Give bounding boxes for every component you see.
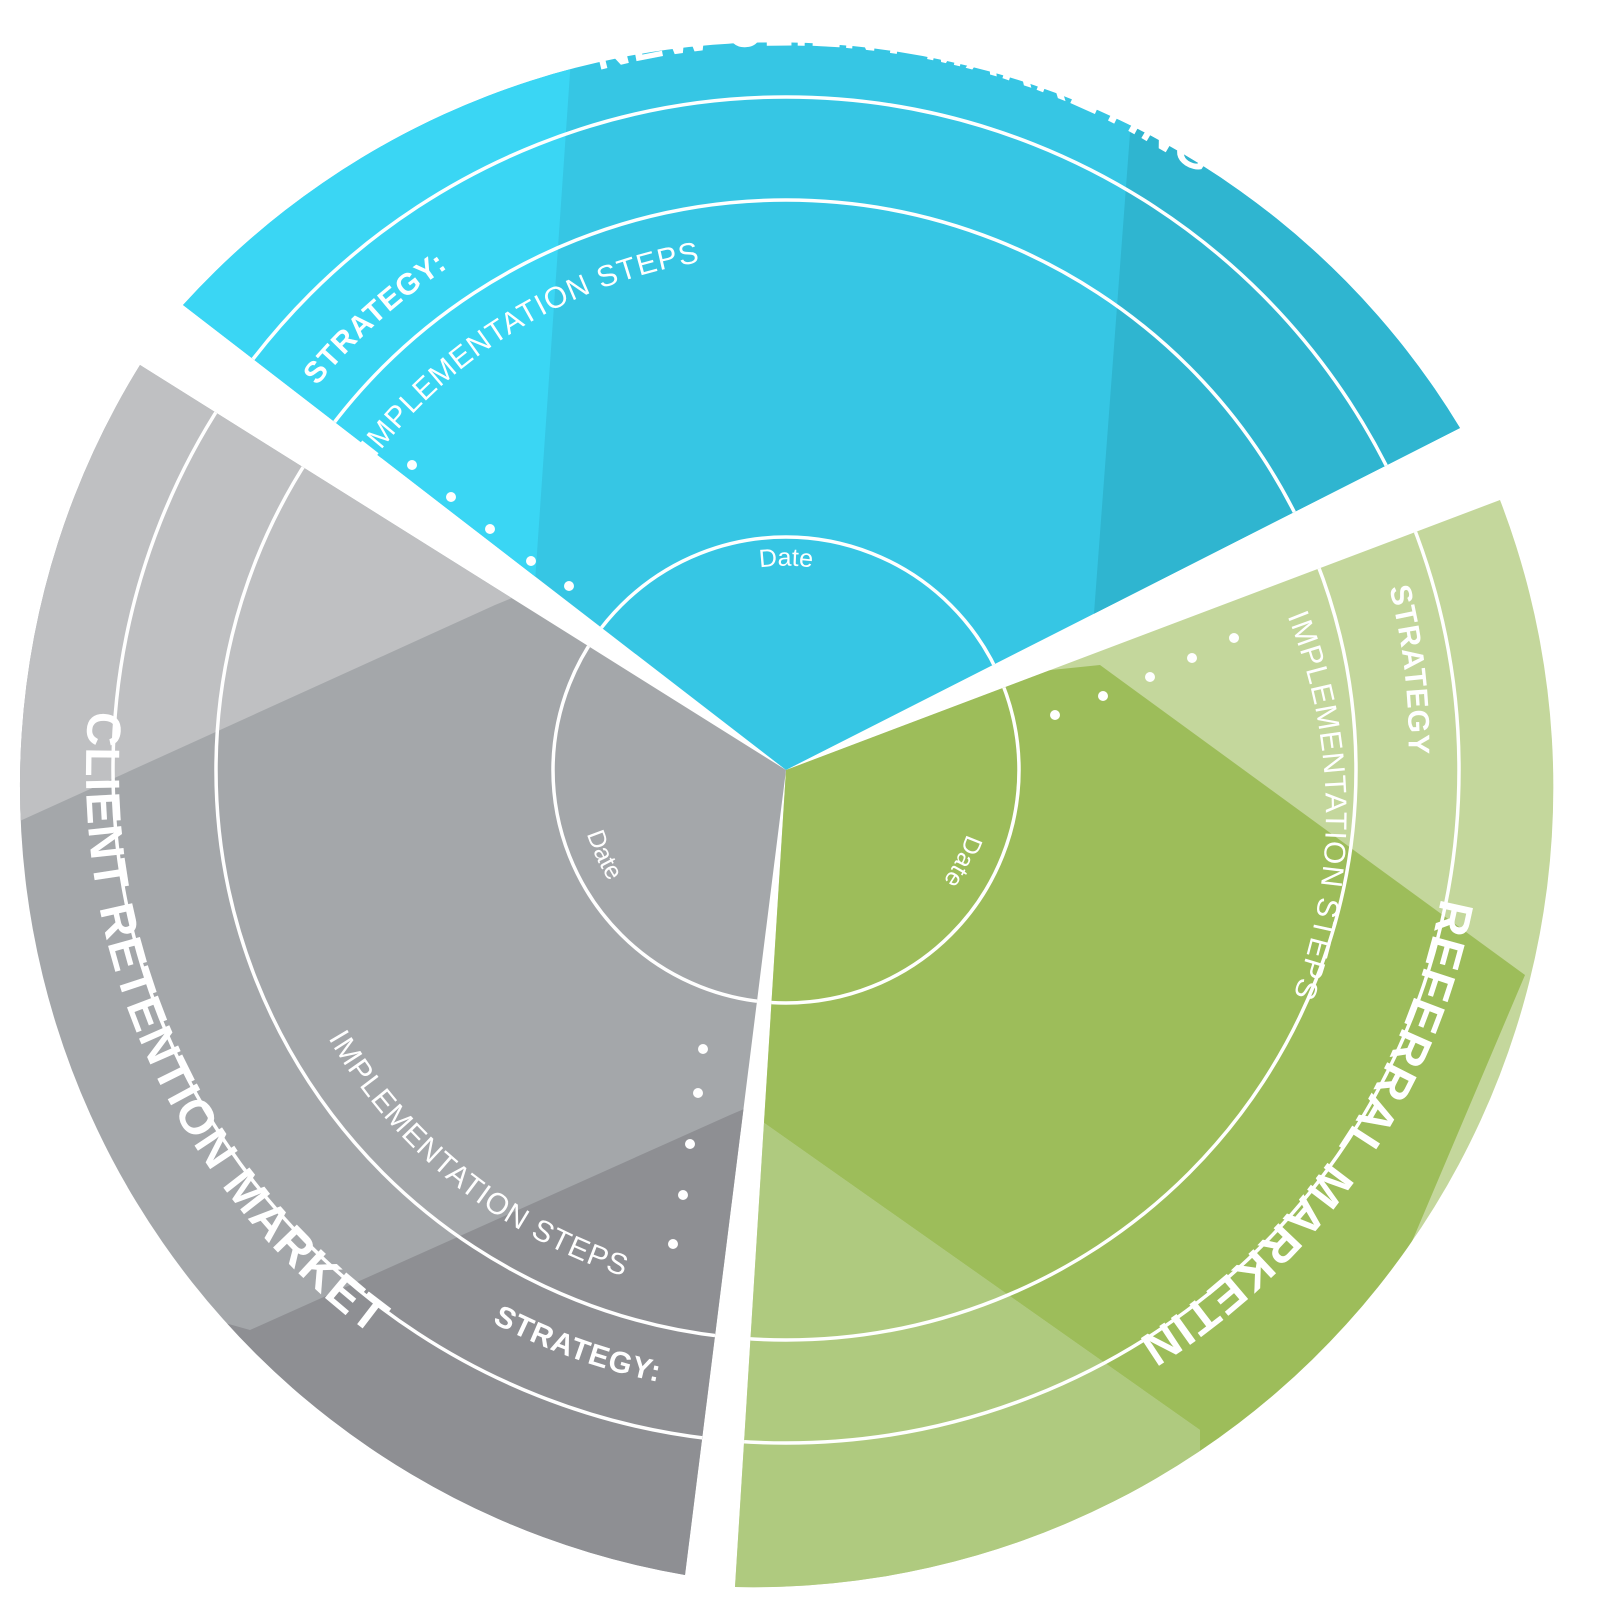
step-dot	[526, 556, 536, 566]
step-dots	[668, 1044, 708, 1249]
step-dot	[485, 524, 495, 534]
step-dot	[668, 1239, 678, 1249]
step-dot	[693, 1088, 703, 1098]
step-dots	[1050, 633, 1239, 720]
step-dots	[407, 460, 574, 591]
step-dot	[407, 460, 417, 470]
outer-ring	[111, 365, 786, 1445]
inner-date-ring	[551, 535, 1021, 770]
segment-shade-band	[735, 1120, 1200, 1588]
step-dot	[446, 492, 456, 502]
step-dot	[1145, 672, 1155, 682]
step-dot	[698, 1044, 708, 1054]
middle-ring	[214, 365, 786, 1342]
step-dot	[1229, 633, 1239, 643]
middle-ring	[735, 500, 1358, 1342]
inner-date-ring	[551, 535, 786, 1005]
step-dot	[564, 581, 574, 591]
outer-ring	[735, 500, 1461, 1445]
step-dot	[1050, 710, 1060, 720]
step-dot	[1098, 691, 1108, 701]
date-label: Date	[758, 544, 815, 574]
middle-ring	[214, 198, 1358, 770]
step-dot	[685, 1139, 695, 1149]
step-dot	[678, 1190, 688, 1200]
outer-ring	[183, 95, 1460, 770]
step-dot	[1187, 653, 1197, 663]
